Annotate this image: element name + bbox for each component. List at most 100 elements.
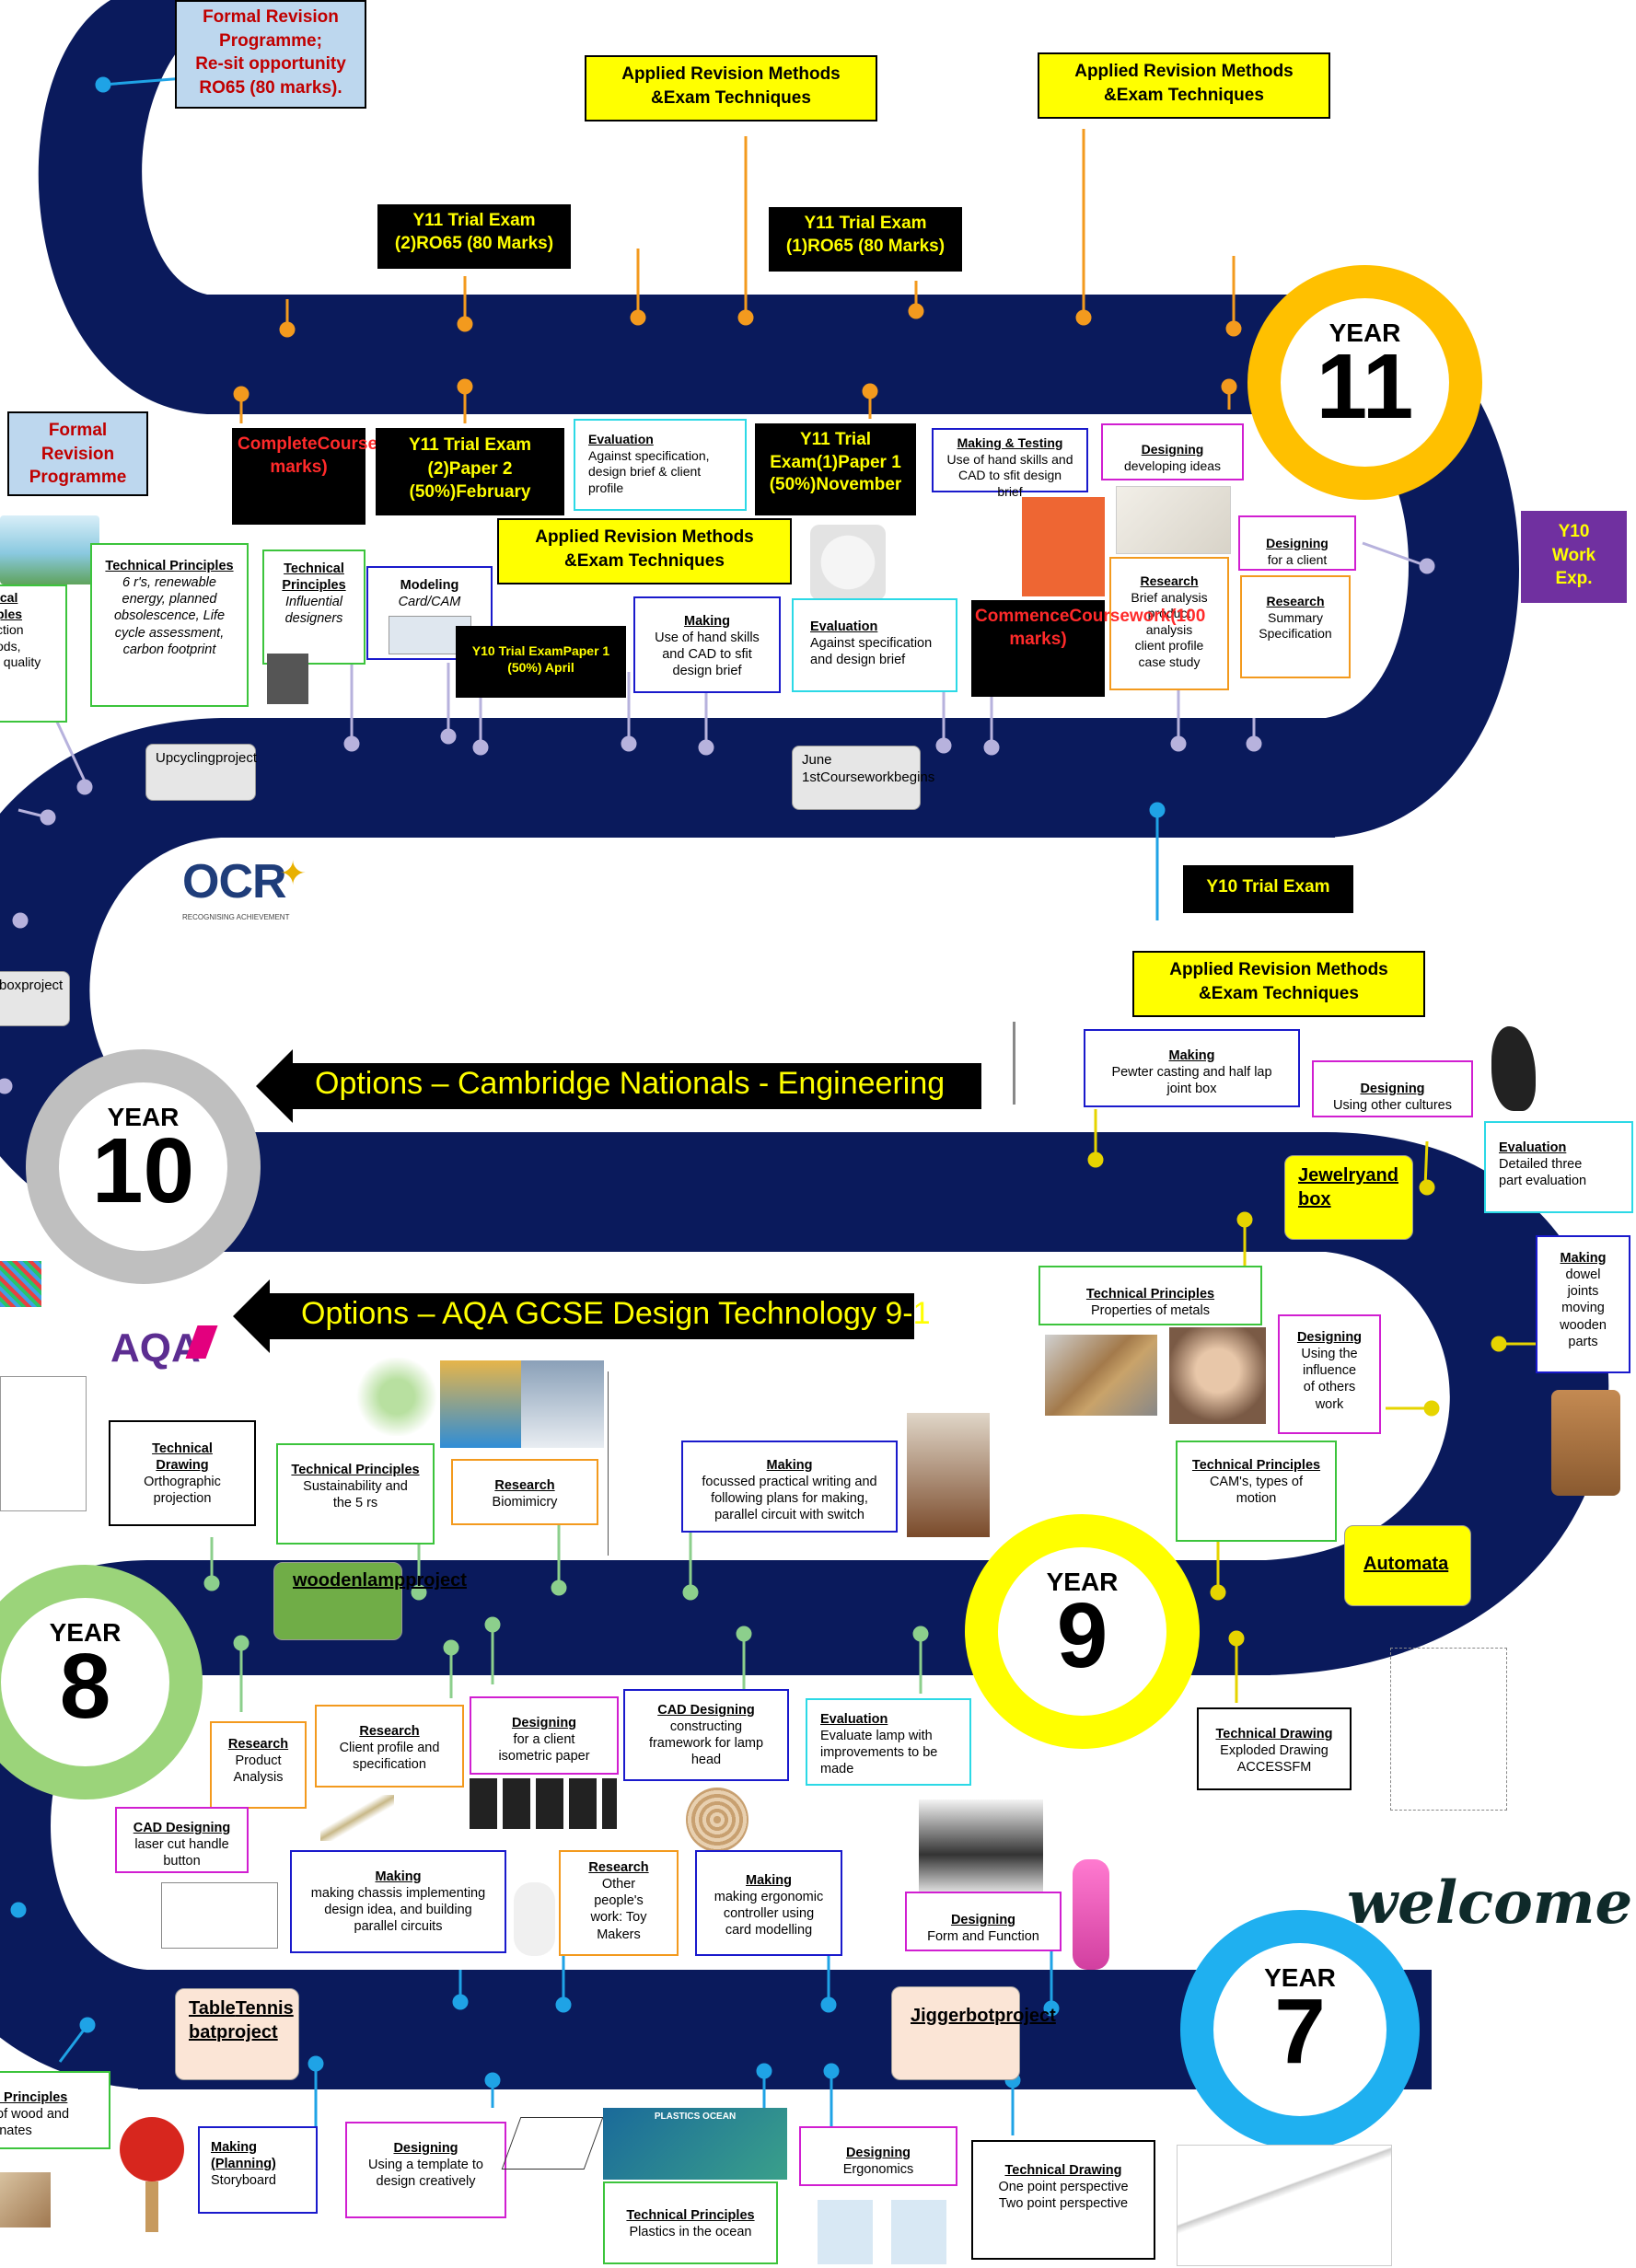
- box-project: boxproject: [0, 971, 70, 1026]
- eco-icons-image: [354, 1358, 439, 1436]
- table-tennis-bat-project[interactable]: TableTennis batproject: [175, 1988, 299, 2080]
- metal-cubes-image: [1045, 1335, 1157, 1416]
- welcome-script: welcome: [1347, 1869, 1633, 1938]
- y11-trial-2-paper-2: Y11 Trial Exam (2)Paper 2 (50%)February: [376, 428, 564, 515]
- exploded-drawing-image: [1390, 1648, 1507, 1811]
- automata-project[interactable]: Automata: [1344, 1525, 1471, 1606]
- formal-revision-resit: Formal Revision Programme; Re-sit opport…: [175, 0, 366, 109]
- upcycling-project: Upcyclingproject: [145, 744, 257, 801]
- colour-shapes-image: [0, 1261, 41, 1307]
- ruler-pencil-image: [320, 1795, 394, 1841]
- designing-other-cultures: Designing Using other cultures: [1312, 1060, 1473, 1117]
- year-9-word: YEAR: [1046, 1568, 1119, 1596]
- ocr-options-arrow: Options – Cambridge Nationals - Engineer…: [256, 1049, 981, 1123]
- plastics-ocean-poster: PLASTICS OCEAN: [603, 2108, 787, 2180]
- jewelry-and-box-project[interactable]: Jewelryand box: [1284, 1155, 1413, 1240]
- year-9-number: 9: [1056, 1584, 1108, 1687]
- ping-pong-bat-image: [120, 2117, 184, 2232]
- year-10-number: 10: [91, 1119, 195, 1222]
- desk-ergonomics-image: [799, 2200, 957, 2264]
- applied-revision-4: Applied Revision Methods &Exam Technique…: [1132, 951, 1425, 1017]
- technical-principles-wood: l Principles of wood andinates: [0, 2071, 110, 2149]
- year-7-number: 7: [1274, 1980, 1326, 2083]
- city-illustration: [0, 515, 99, 584]
- aqa-logo: AQA: [110, 1325, 221, 1381]
- y10-trial-paper-1-april: Y10 Trial ExamPaper 1 (50%) April: [456, 626, 626, 698]
- bullet-train-image: [521, 1360, 604, 1448]
- complete-coursework: CompleteCoursework(100 marks): [232, 428, 453, 525]
- wood-samples-image: [0, 2172, 51, 2228]
- designing-ergonomics: Designing Ergonomics: [799, 2126, 957, 2186]
- checklist-icon: [810, 525, 886, 600]
- commence-coursework: CommenceCoursework(100 marks): [971, 600, 1205, 697]
- year-10-word: YEAR: [107, 1103, 180, 1131]
- y10-trial-exam: Y10 Trial Exam: [1183, 865, 1353, 913]
- rc-car-image: [919, 1799, 1043, 1892]
- applied-revision-1: Applied Revision Methods &Exam Technique…: [585, 55, 877, 122]
- perspective-sketch-image: [1177, 2145, 1392, 2266]
- pink-robot-image: [1073, 1859, 1109, 1970]
- aqa-options-arrow: Options – AQA GCSE Design Technology 9-1: [233, 1279, 931, 1353]
- year-11-word: YEAR: [1329, 318, 1401, 347]
- wooden-lamp-project[interactable]: woodenlampproject: [273, 1562, 467, 1640]
- isometric-drawing-image: [0, 1376, 87, 1511]
- year-8-word: YEAR: [49, 1618, 122, 1647]
- kingfisher-image: [440, 1360, 521, 1448]
- technical-principles-metals: Technical Principles Properties of metal…: [1038, 1266, 1262, 1325]
- designing-for-client: Designing for a client: [1238, 515, 1356, 571]
- technical-principles-plastics: Technical Principles Plastics in the oce…: [603, 2181, 778, 2264]
- wooden-automata-image: [1551, 1390, 1620, 1496]
- old-man-portrait: [1169, 1327, 1266, 1424]
- applied-revision-3: Applied Revision Methods &Exam Technique…: [497, 518, 792, 584]
- circuit-schematic-image: [161, 1882, 278, 1949]
- research-biomimicry: Research Biomimicry: [451, 1459, 598, 1525]
- year-7-word: YEAR: [1264, 1963, 1336, 1992]
- people-collaboration-image: [1022, 497, 1105, 596]
- people-silhouettes-image: [470, 1778, 617, 1829]
- lamp-head-image: [686, 1788, 748, 1852]
- year-8-number: 8: [59, 1635, 111, 1738]
- june-coursework-begins: June 1stCourseworkbegins: [792, 746, 934, 810]
- toy-figure-image: [514, 1882, 555, 1956]
- cactus-pendant-image: [1013, 1022, 1052, 1105]
- ocr-logo: OCR ✦ RECOGNISING ACHIEVEMENT: [182, 854, 307, 921]
- circuit-diagram-image: [608, 1371, 678, 1556]
- wooden-lamp-image: [907, 1413, 990, 1537]
- year-11-number: 11: [1316, 335, 1414, 438]
- designing-developing-ideas: Designing developing ideas: [1101, 423, 1244, 480]
- evaluation-spec-brief: Evaluation Against specification,design …: [574, 419, 747, 511]
- y11-trial-2: Y11 Trial Exam (2)RO65 (80 Marks): [377, 204, 571, 269]
- jiggerbot-project[interactable]: Jiggerbotproject: [891, 1986, 1056, 2080]
- y11-trial-1: Y11 Trial Exam (1)RO65 (80 Marks): [769, 207, 962, 272]
- sketch-image: [1116, 486, 1231, 554]
- applied-revision-2: Applied Revision Methods &Exam Technique…: [1038, 52, 1330, 119]
- y11-trial-1-paper-1: Y11 Trial Exam(1)Paper 1 (50%)November: [755, 423, 916, 515]
